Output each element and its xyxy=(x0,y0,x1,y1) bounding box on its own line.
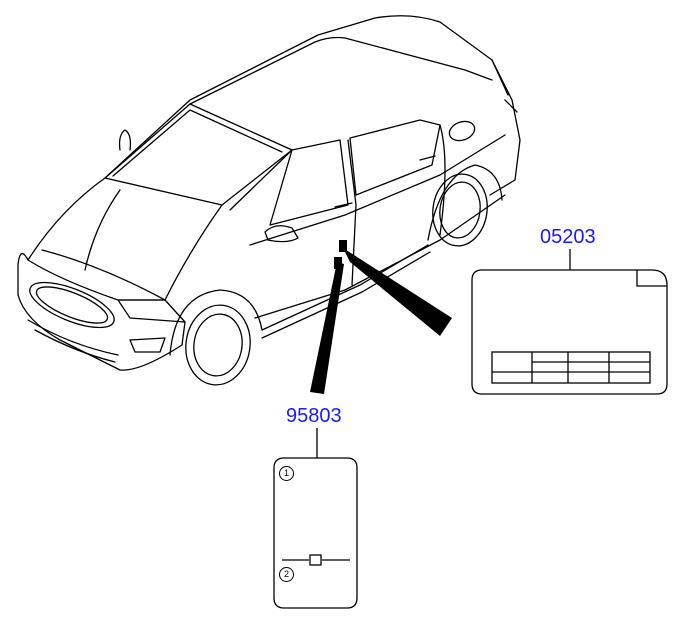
leader-95803 xyxy=(310,262,344,394)
callout-2: 2 xyxy=(279,567,294,582)
leader-05203 xyxy=(343,248,452,336)
callout-1: 1 xyxy=(279,466,294,481)
leader-lines xyxy=(310,248,452,394)
car-illustration xyxy=(17,15,521,386)
label-95803-drawing xyxy=(273,428,358,609)
label-05203-drawing xyxy=(471,249,668,395)
part-number-95803[interactable]: 95803 xyxy=(286,405,342,427)
part-number-05203[interactable]: 05203 xyxy=(540,226,596,248)
